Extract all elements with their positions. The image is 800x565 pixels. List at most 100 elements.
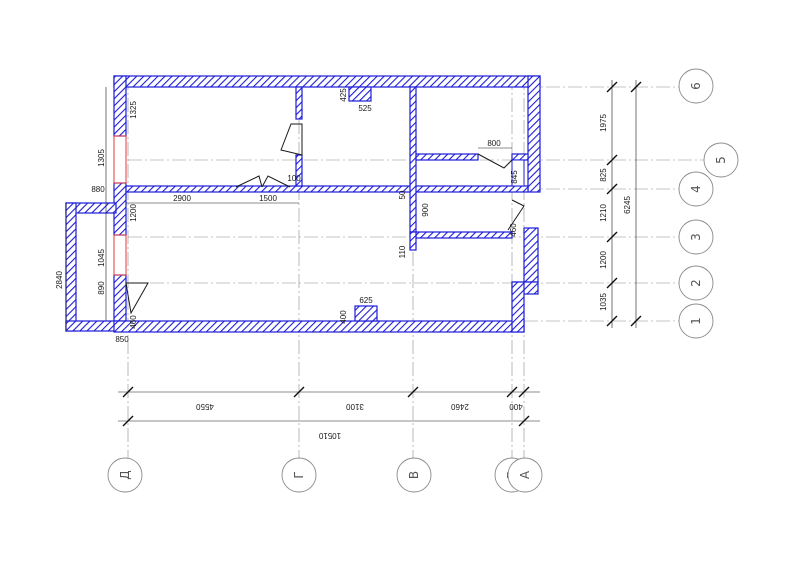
axis-label-6: 6 [689, 82, 703, 90]
dim-right-1210: 1210 [599, 204, 608, 222]
dim-right-825: 825 [599, 168, 608, 182]
axis-label-2: 2 [689, 279, 703, 287]
walls [65, 75, 541, 333]
axis-bubble-5: 5 [703, 142, 739, 178]
wall-bath-top-right [511, 153, 529, 161]
axis-label-a: А [518, 470, 532, 479]
dim-int-900: 900 [421, 203, 430, 217]
dim-bottom-2460: 2460 [451, 402, 469, 411]
tick-r2-1 [630, 315, 642, 327]
dim-int-800: 800 [487, 139, 501, 148]
dim-int-2900: 2900 [173, 194, 191, 203]
right-dimension-lines [606, 80, 642, 328]
dim-int-460: 460 [509, 223, 518, 237]
tick-b1-b [506, 386, 518, 398]
dim-left-2840: 2840 [55, 271, 64, 289]
dim-left-1305: 1305 [97, 149, 106, 167]
niche-bottom [354, 305, 378, 322]
dim-int-400: 400 [339, 310, 348, 324]
dim-left-1325: 1325 [129, 101, 138, 119]
axis-label-v: В [407, 471, 421, 479]
tick-b2-d [122, 415, 134, 427]
dim-right-1200: 1200 [599, 251, 608, 269]
axis-label-5: 5 [714, 156, 728, 164]
dim-int-845: 845 [510, 170, 519, 184]
wall-bottom [113, 320, 525, 333]
door-corridor [235, 175, 291, 188]
doors [125, 123, 525, 315]
axis-label-1: 1 [689, 317, 703, 325]
wall-right-lower [523, 227, 539, 283]
axis-bubble-2: 2 [678, 265, 714, 301]
dim-bottom-3100: 3100 [346, 402, 364, 411]
door-bath [477, 153, 513, 169]
door-entrance [125, 282, 149, 315]
axis-bubble-a: А [507, 457, 543, 493]
bottom-axis-bubbles: Д Г В Б А [107, 457, 543, 493]
axis-bubble-1: 1 [678, 303, 714, 339]
wall-bath-top [415, 153, 479, 161]
axis-bubble-4: 4 [678, 171, 714, 207]
dim-left-850: 850 [115, 335, 129, 344]
tick-b1-v [407, 386, 419, 398]
dim-bottom-10510: 10510 [318, 431, 341, 440]
dim-right-1035: 1035 [599, 293, 608, 311]
axis-bubble-v: В [396, 457, 432, 493]
dim-left-460: 460 [129, 315, 138, 329]
dim-int-50: 50 [398, 190, 407, 199]
dim-bottom-4550: 4550 [196, 402, 214, 411]
dim-int-425: 425 [339, 88, 348, 102]
window-opening-upper [113, 135, 127, 184]
door-wc [507, 199, 525, 231]
dim-right-6245: 6245 [623, 196, 632, 214]
tick-r1-1 [606, 315, 618, 327]
right-axis-bubbles: 6 5 4 3 2 1 [678, 68, 739, 339]
tick-r1-3 [606, 231, 618, 243]
bottom-dimension-texts: 4550 3100 2460 400 10510 [196, 402, 523, 440]
bath-box [511, 159, 525, 187]
axis-label-4: 4 [689, 185, 703, 193]
dim-int-625: 625 [359, 296, 373, 305]
openings [113, 135, 127, 276]
wall-right-bottom [511, 281, 525, 333]
door-room-1 [280, 123, 303, 156]
dim-int-110: 110 [398, 245, 407, 258]
interior-dimension-lines [65, 87, 512, 331]
wall-corridor [125, 185, 529, 193]
axis-label-d: Д [118, 470, 132, 479]
bottom-dimension-lines [118, 386, 540, 427]
niche-top [348, 86, 372, 102]
dim-left-1045: 1045 [97, 249, 106, 267]
vertical-axis-lines [127, 76, 525, 460]
dim-bottom-400: 400 [509, 402, 523, 411]
interior-dimension-texts: 425 525 100 2900 1500 50 900 110 800 845… [173, 88, 519, 324]
dim-left-890: 890 [97, 281, 106, 295]
axis-bubble-3: 3 [678, 219, 714, 255]
window-opening-lower [113, 234, 127, 276]
wall-right-upper [527, 75, 541, 193]
tick-r1-2 [606, 277, 618, 289]
dim-int-100: 100 [287, 174, 301, 183]
axis-bubble-d: Д [107, 457, 143, 493]
tick-r1-4 [606, 183, 618, 195]
wall-left-upper [113, 75, 127, 137]
wall-lower-partition [415, 231, 513, 239]
tick-b1-a [518, 386, 530, 398]
wall-annex-left [65, 202, 77, 332]
tick-b1-g [293, 386, 305, 398]
tick-r2-6 [630, 81, 642, 93]
dim-int-525: 525 [358, 104, 372, 113]
wall-partition-g-lower [295, 154, 303, 187]
dim-int-1500: 1500 [259, 194, 277, 203]
wall-lower-vertical [409, 231, 417, 251]
axis-bubble-6: 6 [678, 68, 714, 104]
tick-b1-d [122, 386, 134, 398]
tick-r1-5 [606, 154, 618, 166]
dim-left-1200: 1200 [129, 204, 138, 222]
left-dimension-texts: 1325 1305 880 1200 1045 890 2840 850 460 [55, 101, 138, 344]
axis-label-g: Г [292, 471, 306, 478]
dim-left-880: 880 [91, 185, 105, 194]
tick-b2-a [518, 415, 530, 427]
right-dimension-texts: 1975 825 1210 1200 1035 6245 [599, 114, 632, 311]
